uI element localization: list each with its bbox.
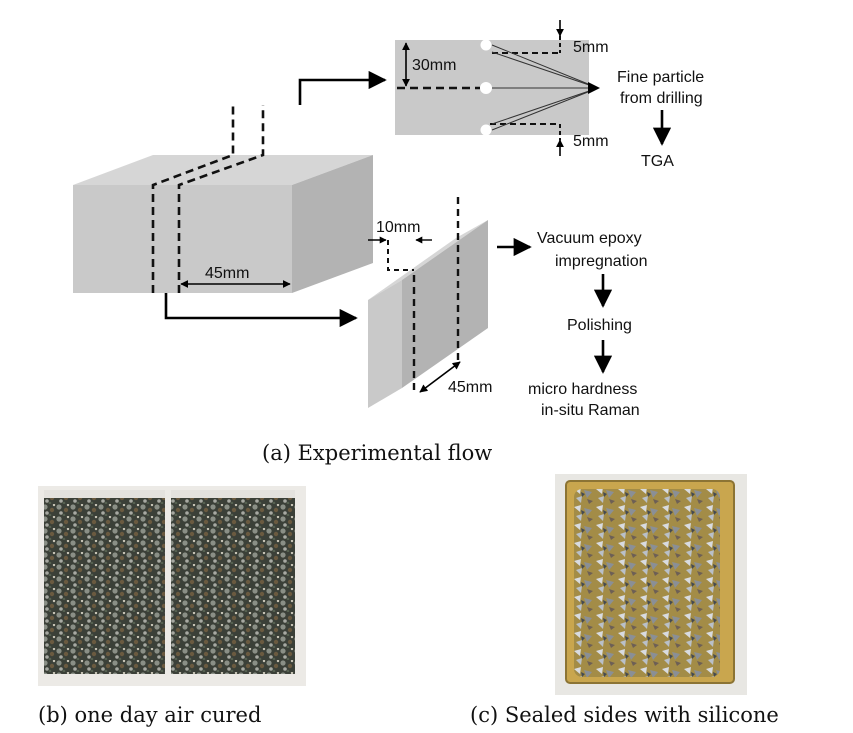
cut-line-right	[177, 105, 265, 293]
label-5mm-bottom: 5mm	[573, 133, 609, 150]
arrow-to-bottom-slice	[164, 293, 358, 328]
concrete-block: 45mm	[73, 105, 373, 293]
caption-a: (a) Experimental flow	[262, 441, 492, 465]
fine-particle-line-2: from drilling	[620, 90, 703, 107]
vacuum-line-1: Vacuum epoxy	[537, 230, 642, 247]
drill-hole-middle	[480, 82, 492, 94]
drill-hole-bottom	[480, 124, 492, 136]
drilling-slice	[395, 36, 600, 140]
cut-line-left	[151, 105, 235, 293]
label-5mm-top: 5mm	[573, 39, 609, 56]
label-30mm: 30mm	[412, 57, 456, 74]
sample-right	[171, 494, 295, 674]
caption-c: (c) Sealed sides with silicone	[470, 703, 779, 727]
convergence-line-2	[491, 51, 599, 89]
thin-section-slice: 10mm 45mm	[368, 196, 492, 408]
block-top-face	[73, 155, 373, 185]
label-10mm: 10mm	[376, 219, 420, 236]
slice-depth-label: 45mm	[448, 379, 492, 396]
photo-air-cured	[38, 486, 306, 686]
ten-mm-extension	[387, 240, 414, 271]
sample-left	[44, 494, 165, 674]
block-width-label: 45mm	[205, 265, 249, 282]
block-side-face	[292, 155, 373, 293]
drill-hole-top	[480, 39, 492, 51]
caption-b: (b) one day air cured	[38, 703, 261, 727]
micro-line-1: micro hardness	[528, 381, 637, 398]
vacuum-line-2: impregnation	[555, 253, 648, 270]
photo-sealed-silicone	[555, 474, 747, 695]
slice-depth-dimension	[419, 361, 461, 393]
block-front-face	[73, 185, 292, 293]
micro-line-2: in-situ Raman	[541, 402, 640, 419]
convergence-arrowhead	[588, 82, 600, 94]
polishing-label: Polishing	[567, 317, 632, 334]
tga-label: TGA	[641, 153, 674, 170]
slice-front-face	[368, 280, 402, 408]
convergence-line-1	[491, 44, 599, 89]
fine-particle-line-1: Fine particle	[617, 69, 704, 86]
arrow-to-top-slice	[298, 70, 387, 105]
slice-side-face	[402, 220, 488, 388]
convergence-line-5	[491, 87, 599, 131]
convergence-line-4	[491, 87, 599, 125]
